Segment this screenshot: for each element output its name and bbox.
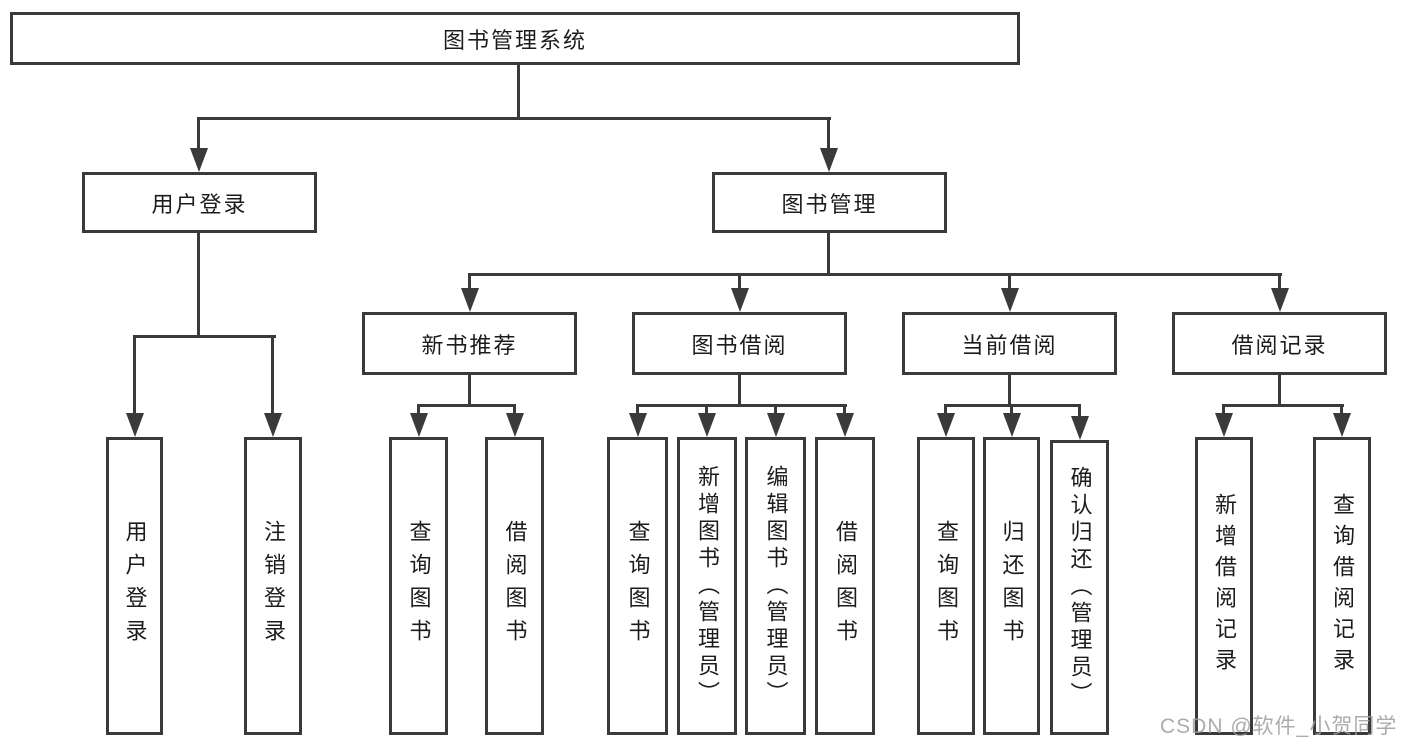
node-add-borrow-record-label: 新增借阅记录 (1212, 493, 1237, 679)
node-borrow-books-recommend: 借阅图书 (485, 437, 544, 735)
connector-drop-user-login (197, 120, 200, 150)
connector-book-borrow-stem (738, 375, 741, 407)
arrowhead (1215, 413, 1233, 437)
connector-drop (705, 407, 708, 415)
node-query-books-current: 查询图书 (917, 437, 975, 735)
node-user-login-action: 用户登录 (106, 437, 163, 735)
connector-root-stem (517, 65, 520, 120)
connector-drop-book-mgmt (827, 120, 830, 150)
connector-drop-current-borrow (1008, 276, 1011, 290)
connector-drop (1010, 407, 1013, 415)
node-confirm-return-admin: 确认归还（管理员） (1050, 440, 1109, 735)
connector-book-mgmt-stem (827, 233, 830, 276)
node-query-books-recommend: 查询图书 (389, 437, 448, 735)
connector-drop (513, 407, 516, 415)
node-root-label: 图书管理系统 (442, 27, 587, 53)
connector-book-borrow-bar (636, 404, 847, 407)
node-logout: 注销登录 (244, 437, 302, 735)
node-borrow-books-recommend-label: 借阅图书 (502, 520, 528, 652)
node-query-books-borrow-label: 查询图书 (625, 520, 651, 652)
arrowhead (629, 413, 647, 437)
arrowhead (410, 413, 428, 437)
node-return-books: 归还图书 (983, 437, 1040, 735)
node-edit-books-admin-label: 编辑图书（管理员） (763, 464, 789, 708)
connector-drop-new-book (468, 276, 471, 290)
node-add-books-admin-label: 新增图书（管理员） (695, 464, 720, 708)
arrowhead-book-borrow (731, 288, 749, 312)
arrowhead-login (126, 413, 144, 437)
connector-current-borrow-stem (1008, 375, 1011, 407)
node-new-book-recommend: 新书推荐 (362, 312, 577, 375)
node-edit-books-admin: 编辑图书（管理员） (745, 437, 806, 735)
arrowhead-new-book (461, 288, 479, 312)
node-book-mgmt-label: 图书管理 (781, 191, 878, 217)
arrowhead (1333, 413, 1351, 437)
arrowhead (1003, 413, 1021, 437)
connector-new-book-stem (468, 375, 471, 407)
connector-drop (1222, 407, 1225, 415)
node-add-books-admin: 新增图书（管理员） (677, 437, 737, 735)
node-borrow-books-label: 借阅图书 (833, 520, 858, 652)
arrowhead-logout (264, 413, 282, 437)
node-add-borrow-record: 新增借阅记录 (1195, 437, 1253, 735)
node-confirm-return-admin-label: 确认归还（管理员） (1067, 466, 1093, 709)
connector-drop (843, 407, 846, 415)
connector-borrow-records-bar (1222, 404, 1344, 407)
connector-drop (636, 407, 639, 415)
node-book-mgmt: 图书管理 (712, 172, 947, 233)
node-query-books-current-label: 查询图书 (934, 520, 959, 652)
connector-user-login-bar (133, 335, 276, 338)
arrowhead (698, 413, 716, 437)
node-logout-label: 注销登录 (261, 520, 286, 652)
arrowhead-user-login (190, 148, 208, 172)
connector-drop (944, 407, 947, 415)
connector-drop-borrow-records (1278, 276, 1281, 290)
node-return-books-label: 归还图书 (999, 520, 1025, 652)
connector-book-mgmt-bar (468, 273, 1282, 276)
node-root: 图书管理系统 (10, 12, 1020, 65)
node-current-borrow: 当前借阅 (902, 312, 1117, 375)
connector-drop-login (133, 338, 136, 415)
connector-borrow-records-stem (1278, 375, 1281, 407)
node-query-books-recommend-label: 查询图书 (406, 520, 432, 652)
arrowhead-borrow-records (1271, 288, 1289, 312)
arrowhead (937, 413, 955, 437)
node-query-borrow-record: 查询借阅记录 (1313, 437, 1371, 735)
node-user-login: 用户登录 (82, 172, 317, 233)
arrowhead-current-borrow (1001, 288, 1019, 312)
connector-drop (1078, 407, 1081, 418)
arrowhead-book-mgmt (820, 148, 838, 172)
node-current-borrow-label: 当前借阅 (961, 332, 1058, 358)
connector-drop (417, 407, 420, 415)
arrowhead (767, 413, 785, 437)
connector-drop (774, 407, 777, 415)
node-book-borrow-label: 图书借阅 (691, 332, 788, 358)
csdn-watermark: CSDN @软件_小贺同学 (1160, 715, 1398, 738)
node-borrow-records: 借阅记录 (1172, 312, 1387, 375)
node-borrow-books: 借阅图书 (815, 437, 875, 735)
node-query-borrow-record-label: 查询借阅记录 (1330, 493, 1355, 679)
arrowhead (1071, 416, 1089, 440)
connector-root-bar (197, 117, 831, 120)
connector-user-login-stem (197, 233, 200, 338)
arrowhead (506, 413, 524, 437)
node-user-login-action-label: 用户登录 (122, 520, 148, 652)
connector-drop-book-borrow (738, 276, 741, 290)
node-book-borrow: 图书借阅 (632, 312, 847, 375)
node-new-book-recommend-label: 新书推荐 (421, 332, 518, 358)
node-query-books-borrow: 查询图书 (607, 437, 668, 735)
node-user-login-label: 用户登录 (151, 191, 248, 217)
connector-new-book-bar (417, 404, 516, 407)
connector-drop-logout (271, 338, 274, 415)
arrowhead (836, 413, 854, 437)
connector-drop (1340, 407, 1343, 415)
connector-current-borrow-bar (944, 404, 1081, 407)
node-borrow-records-label: 借阅记录 (1231, 332, 1328, 358)
